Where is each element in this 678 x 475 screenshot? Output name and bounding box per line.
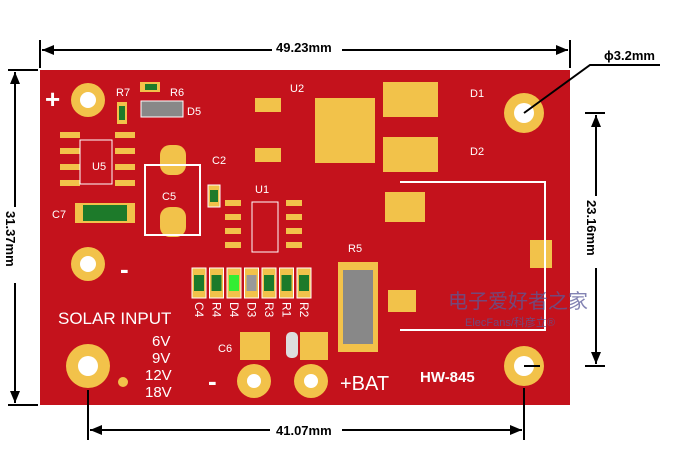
ref-r1: R1: [280, 302, 294, 318]
ref-d3: D3: [245, 302, 259, 318]
voltage-9v: 9V: [152, 350, 170, 367]
ref-r5: R5: [348, 243, 362, 255]
ref-c2: C2: [212, 155, 226, 167]
ref-d1: D1: [470, 88, 484, 100]
component-c4: [194, 275, 204, 291]
component-r2: [299, 275, 309, 291]
ref-d4: D4: [227, 302, 241, 318]
ref-c7: C7: [52, 209, 66, 221]
ref-r7: R7: [116, 87, 130, 99]
bat-label: +BAT: [340, 373, 389, 395]
ref-r3: R3: [262, 302, 276, 318]
plus-label: +: [45, 84, 60, 114]
minus-label: -: [120, 254, 129, 284]
watermark-en: ElecFans/科彦立®: [465, 315, 555, 329]
hole-spacing-h-dimension: 41.07mm: [276, 423, 332, 438]
ref-c6: C6: [218, 343, 232, 355]
hole-dimension: ϕ3.2mm: [604, 48, 655, 63]
bat-minus-label: -: [208, 366, 217, 396]
solar-input-label: SOLAR INPUT: [58, 309, 171, 328]
voltage-6v: 6V: [152, 333, 170, 350]
height-dimension: 31.37mm: [3, 211, 18, 267]
component-r3: [264, 275, 274, 291]
voltage-18v: 18V: [145, 384, 172, 401]
components: [79, 84, 546, 358]
ref-c4: C4: [192, 302, 206, 318]
ref-r2: R2: [297, 302, 311, 318]
model-label: HW-845: [420, 369, 475, 386]
ref-r4: R4: [210, 302, 224, 318]
ref-u5: U5: [92, 161, 106, 173]
component-r1: [281, 275, 292, 291]
component-d3: [246, 275, 257, 291]
watermark-cn: 电子爱好者之家: [448, 290, 588, 313]
component-r4: [211, 275, 222, 291]
width-dimension: 49.23mm: [276, 40, 332, 55]
ref-d2: D2: [470, 146, 484, 158]
ref-d5: D5: [187, 106, 201, 118]
ref-r6: R6: [170, 87, 184, 99]
mounting-holes: [66, 83, 544, 398]
ref-c5: C5: [162, 191, 176, 203]
hole-spacing-v-dimension: 23.16mm: [584, 200, 599, 256]
dimension-arrows: [10, 45, 601, 435]
voltage-12v: 12V: [145, 367, 172, 384]
ref-u2: U2: [290, 83, 304, 95]
component-d4: [229, 275, 239, 291]
ref-u1: U1: [255, 184, 269, 196]
